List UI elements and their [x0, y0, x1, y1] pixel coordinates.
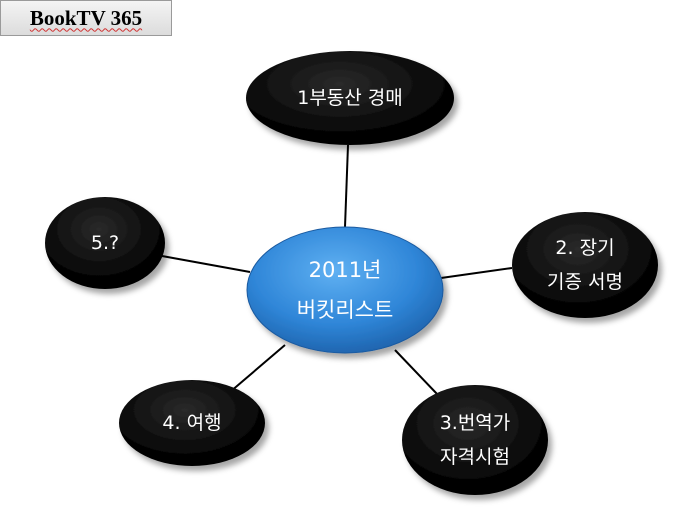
bucket-item-4-line-1: 4. 여행 [162, 412, 221, 434]
bucket-item-1-line-1: 1부동산 경매 [297, 87, 403, 109]
center-node-line-2: 버킷리스트 [297, 298, 394, 322]
bucket-item-2-ellipse [512, 212, 658, 318]
bucket-item-4-ellipse [119, 380, 265, 466]
bucket-item-3-line-2: 자격시험 [440, 446, 510, 468]
bucket-item-3-ellipse [402, 385, 548, 495]
center-node-ellipse [246, 226, 444, 354]
bucket-item-5-ellipse [45, 197, 165, 289]
bucket-item-3-line-1: 3.번역가 [440, 412, 511, 434]
connector-node-1 [344, 144, 349, 228]
center-node-line-1: 2011년 [309, 258, 382, 282]
connector-lines [161, 144, 513, 396]
bucket-item-1-ellipse [246, 51, 454, 145]
connector-node-4 [229, 344, 286, 393]
connector-node-3 [394, 349, 439, 396]
bucket-item-5-line-1: 5.? [91, 232, 119, 254]
connector-node-5 [161, 255, 251, 273]
booktv-label-box: BookTV 365 [0, 0, 172, 36]
bucket-item-2-line-1: 2. 장기 [555, 237, 614, 259]
connector-node-2 [440, 267, 513, 279]
booktv-label: BookTV 365 [29, 5, 143, 30]
bucket-item-2-line-2: 기증 서명 [547, 271, 623, 293]
